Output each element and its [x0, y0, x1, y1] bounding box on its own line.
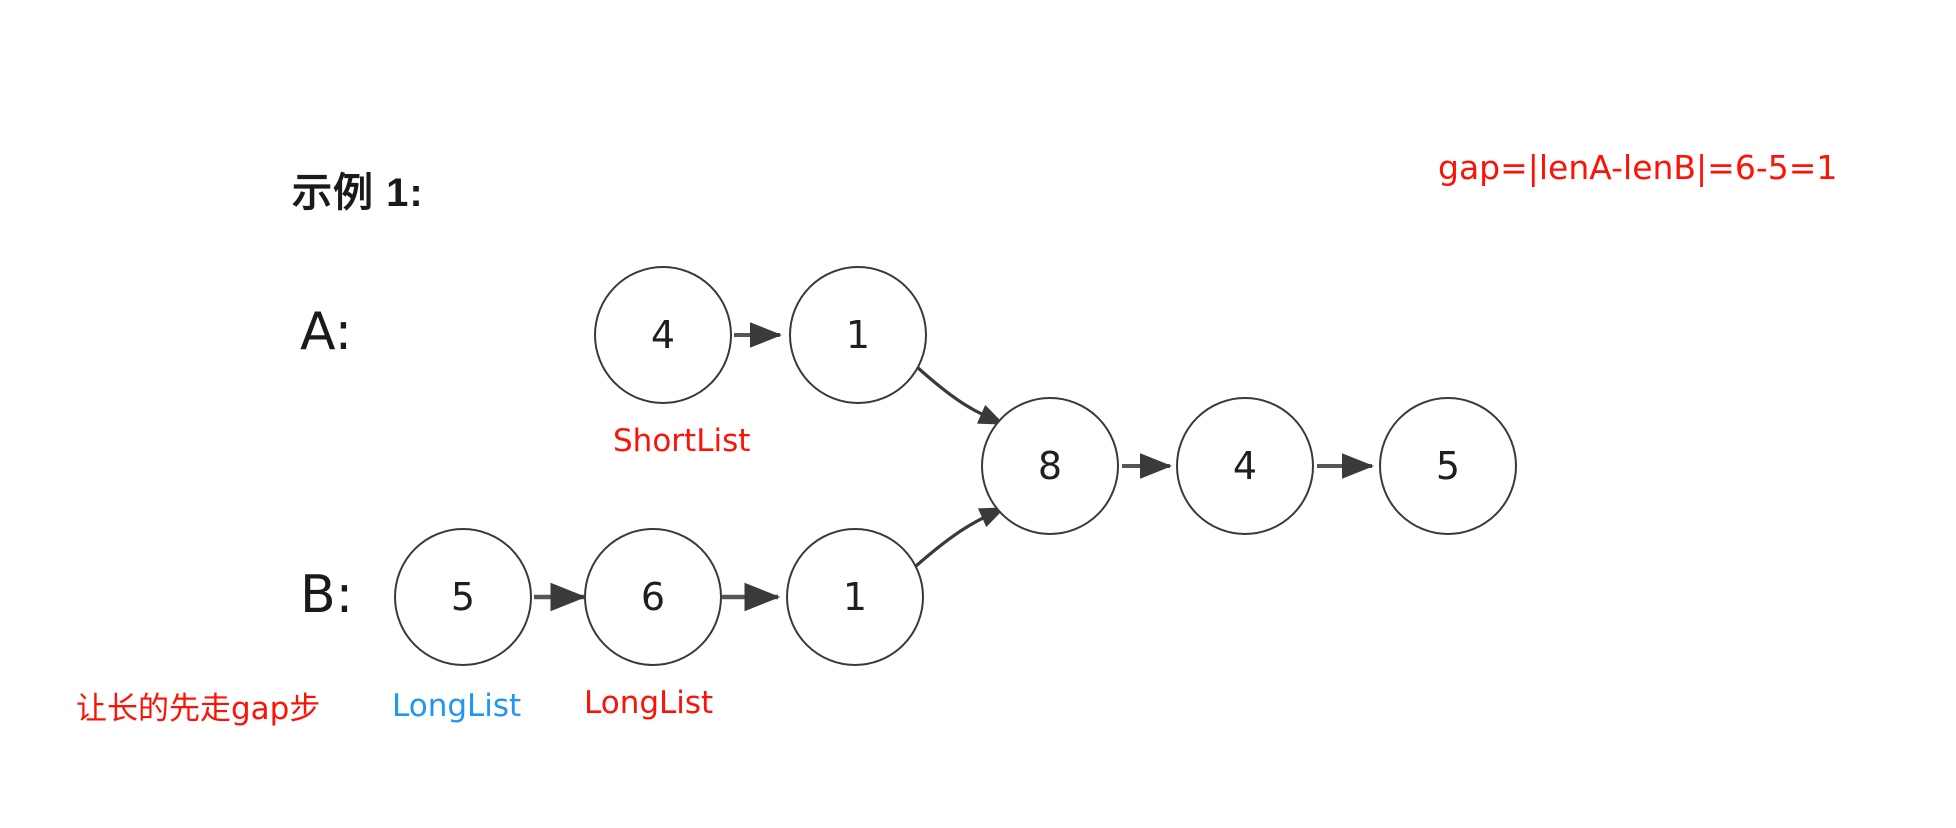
list-b-label: B:: [300, 565, 354, 625]
edge-b3-shared1: [914, 506, 1006, 568]
node-shared2-value: 4: [1232, 444, 1258, 488]
node-a2[interactable]: 1: [789, 266, 927, 404]
walk-gap-steps-annotation: 让长的先走gap步: [76, 691, 321, 727]
node-a1-value: 4: [650, 313, 676, 357]
longlist-annotation-red: LongList: [584, 685, 714, 721]
list-a-label: A:: [300, 302, 353, 362]
node-b3-value: 1: [842, 575, 868, 619]
node-shared-intersection[interactable]: 8: [981, 397, 1119, 535]
node-shared3-value: 5: [1435, 444, 1461, 488]
node-b1-value: 5: [450, 575, 476, 619]
page-title: 示例 1:: [292, 171, 424, 215]
node-b1[interactable]: 5: [394, 528, 532, 666]
node-a1[interactable]: 4: [594, 266, 732, 404]
node-b2[interactable]: 6: [584, 528, 722, 666]
node-shared3[interactable]: 5: [1379, 397, 1517, 535]
node-b2-value: 6: [640, 575, 666, 619]
node-shared2[interactable]: 4: [1176, 397, 1314, 535]
gap-formula-annotation: gap=|lenA-lenB|=6-5=1: [1438, 148, 1838, 187]
node-a2-value: 1: [845, 313, 871, 357]
node-b3[interactable]: 1: [786, 528, 924, 666]
edge-a2-shared1: [915, 365, 1005, 426]
shortlist-annotation: ShortList: [613, 423, 751, 459]
node-shared1-value: 8: [1037, 444, 1063, 488]
longlist-annotation-blue: LongList: [392, 688, 522, 724]
